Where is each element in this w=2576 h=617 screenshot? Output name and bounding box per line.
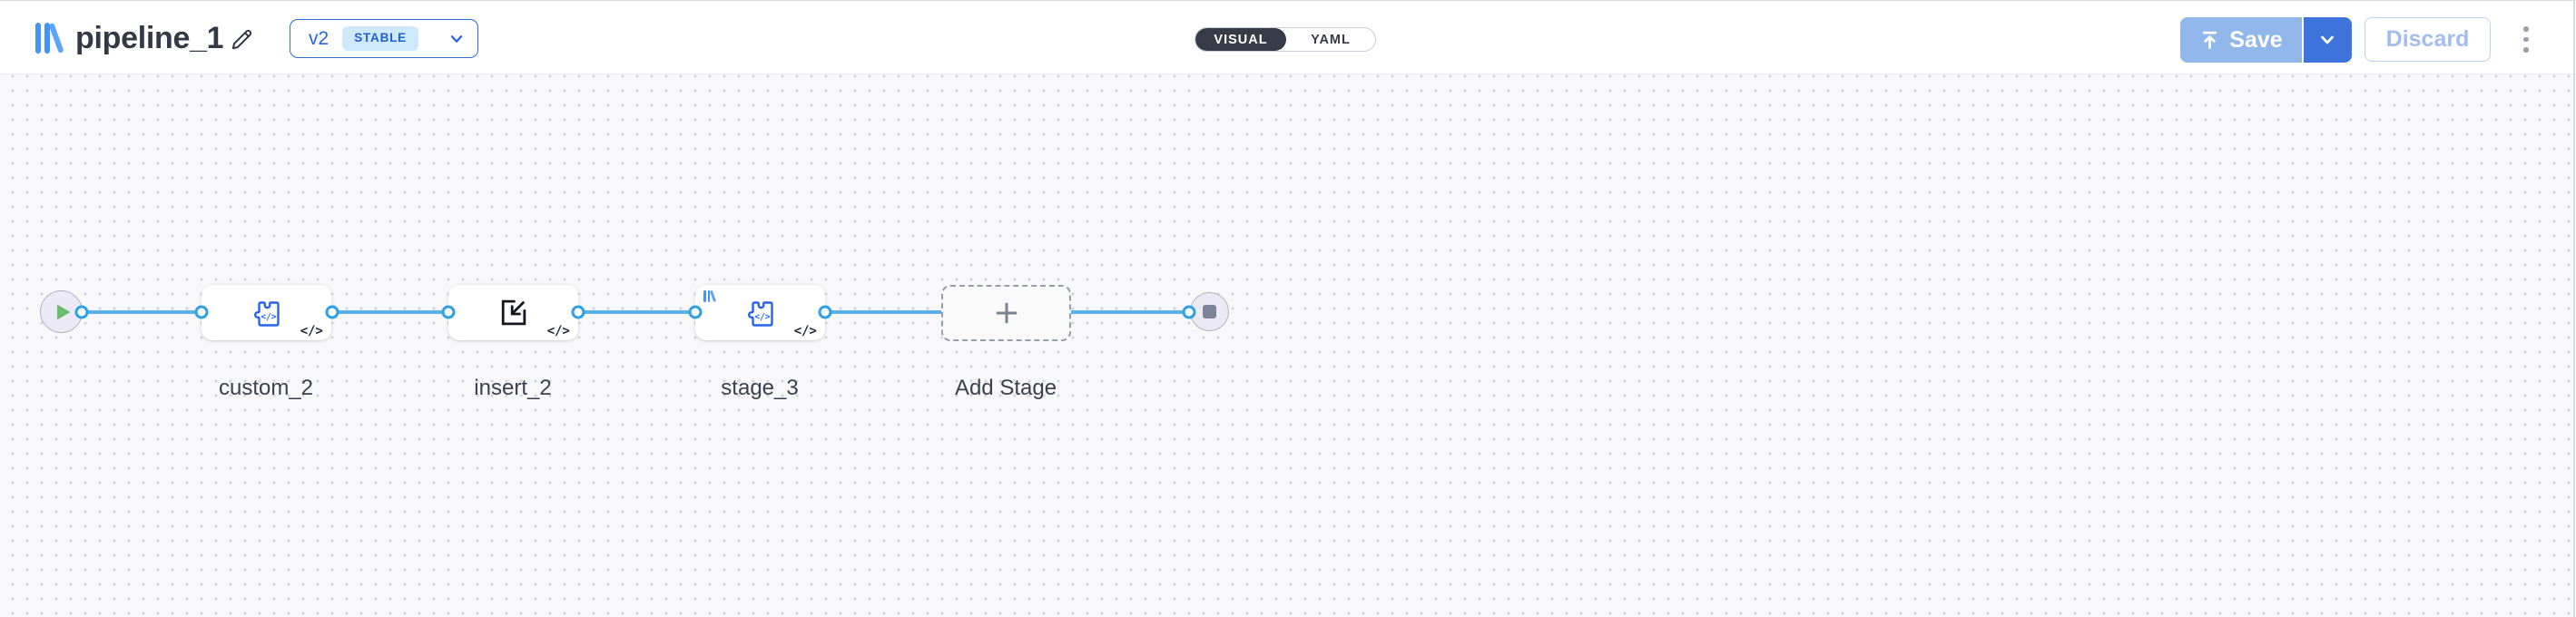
stage-node-insert_2[interactable]: </> (448, 285, 578, 340)
library-bars-logo-icon (703, 289, 716, 303)
edge-custom2-insert2 (332, 310, 448, 314)
code-block-icon: </> (251, 297, 283, 329)
pipeline-end-node[interactable] (1190, 292, 1229, 331)
save-split-button: Save (2180, 17, 2352, 63)
chevron-down-icon (447, 30, 466, 48)
node-label-custom_2: custom_2 (218, 376, 314, 400)
edge-insert2-stage3 (578, 310, 695, 314)
rename-pipeline-button[interactable] (226, 24, 257, 54)
svg-text:</>: </> (754, 312, 770, 322)
add-stage-button[interactable] (941, 285, 1071, 341)
stage-node-custom_2[interactable]: </> </> (202, 285, 331, 340)
pipeline-canvas[interactable]: </> </> </> </> </> (0, 74, 2576, 617)
port-stage3-in[interactable] (688, 305, 703, 319)
svg-text:</>: </> (261, 312, 276, 322)
tab-yaml[interactable]: YAML (1311, 32, 1351, 47)
discard-button[interactable]: Discard (2365, 17, 2491, 62)
stage-node-stage_3[interactable]: </> </> (695, 285, 825, 340)
node-label-add-stage: Add Stage (954, 376, 1057, 400)
more-options-button[interactable] (2514, 19, 2538, 60)
pipeline-title: pipeline_1 (75, 20, 224, 55)
edge-start-custom2 (82, 310, 202, 314)
kebab-menu-icon (2523, 26, 2529, 32)
version-status-badge: STABLE (342, 26, 418, 51)
tab-visual[interactable]: VISUAL (1195, 28, 1286, 51)
port-stage3-out[interactable] (818, 305, 832, 319)
code-block-icon: </> (744, 297, 777, 329)
port-insert2-out[interactable] (571, 305, 585, 319)
right-edge-divider (2573, 0, 2575, 617)
editor-mode-toggle: VISUAL YAML (1195, 27, 1376, 52)
code-badge: </> (793, 324, 817, 338)
port-insert2-in[interactable] (441, 305, 456, 319)
plus-icon (992, 299, 1021, 328)
node-label-insert_2: insert_2 (474, 376, 552, 400)
save-split-divider (2302, 17, 2304, 63)
chevron-down-icon (2317, 30, 2337, 50)
save-button[interactable]: Save (2180, 17, 2302, 63)
app-logo-icon (34, 22, 65, 55)
port-custom2-in[interactable] (194, 305, 209, 319)
port-end-in[interactable] (1182, 305, 1196, 319)
upload-icon (2199, 30, 2220, 51)
stop-icon (1203, 305, 1216, 318)
import-icon (494, 293, 533, 332)
save-options-button[interactable] (2303, 17, 2352, 63)
pipeline-start-node[interactable] (40, 290, 83, 333)
port-custom2-out[interactable] (325, 305, 339, 319)
top-toolbar: pipeline_1 v2 STABLE VISUAL YAML (0, 0, 2576, 74)
port-start-out[interactable] (74, 305, 89, 319)
code-badge: </> (300, 324, 323, 338)
play-icon (56, 304, 70, 319)
version-label: v2 (309, 27, 329, 49)
pencil-icon (230, 27, 254, 52)
code-badge: </> (546, 324, 570, 338)
version-selector[interactable]: v2 STABLE (290, 19, 478, 58)
save-button-label: Save (2229, 26, 2283, 53)
node-label-stage_3: stage_3 (721, 376, 799, 400)
